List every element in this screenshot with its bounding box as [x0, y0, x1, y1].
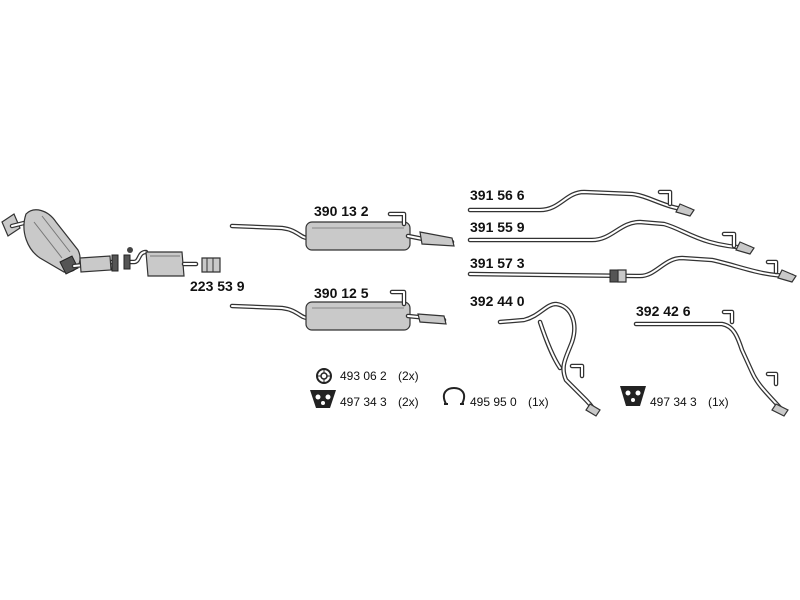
tail-pipe-1 [467, 189, 695, 217]
rear-silencer-2 [229, 289, 447, 331]
tail-pipe-3 [467, 255, 797, 283]
mount-1-code: 497 34 3 [340, 395, 387, 409]
rear-silencer-1 [229, 211, 455, 251]
clamp-code: 495 95 0 [470, 395, 517, 409]
rubber-ring-icon [316, 368, 332, 384]
catalytic-converter [1, 209, 119, 275]
pipe-clamp-icon [442, 386, 466, 405]
ring-code: 493 06 2 [340, 369, 387, 383]
bend-pipe-1-part-number: 392 44 0 [470, 293, 525, 309]
bend-pipe-1 [497, 301, 601, 417]
tail-pipe-1-part-number: 391 56 6 [470, 187, 525, 203]
clamp-qty: (1x) [528, 395, 549, 409]
rear-silencer-1-part-number: 390 13 2 [314, 203, 369, 219]
mount-2-code: 497 34 3 [650, 395, 697, 409]
mount-2-qty: (1x) [708, 395, 729, 409]
tail-pipe-2 [467, 219, 755, 255]
tail-pipe-2-part-number: 391 55 9 [470, 219, 525, 235]
front-pipe-part-number: 223 53 9 [190, 278, 245, 294]
bend-pipe-2 [633, 309, 789, 417]
front-clamp [201, 257, 221, 273]
tail-pipe-3-part-number: 391 57 3 [470, 255, 525, 271]
rubber-mount-icon [620, 386, 646, 406]
bend-pipe-2-part-number: 392 42 6 [636, 303, 691, 319]
rubber-mount-icon [310, 390, 336, 408]
mount-1-qty: (2x) [398, 395, 419, 409]
rear-silencer-2-part-number: 390 12 5 [314, 285, 369, 301]
front-pipe-assembly [123, 247, 199, 277]
ring-qty: (2x) [398, 369, 419, 383]
